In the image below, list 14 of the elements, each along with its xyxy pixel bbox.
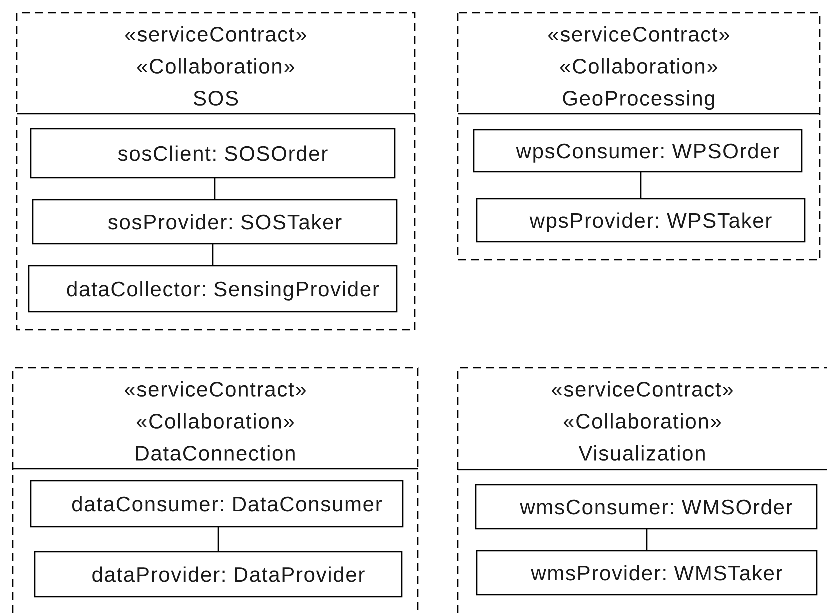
part-box: dataConsumer: DataConsumer bbox=[30, 480, 404, 528]
connector-line bbox=[218, 527, 220, 552]
part-box: dataProvider: DataProvider bbox=[34, 551, 403, 598]
part-box: sosProvider: SOSTaker bbox=[32, 199, 398, 245]
part-box: wpsConsumer: WPSOrder bbox=[473, 129, 803, 173]
connector-line bbox=[214, 178, 216, 200]
connector-line bbox=[646, 529, 648, 551]
part-box: wmsProvider: WMSTaker bbox=[476, 550, 818, 596]
connector-line bbox=[212, 244, 214, 266]
connector-line bbox=[640, 172, 642, 199]
part-box: wmsConsumer: WMSOrder bbox=[475, 484, 818, 530]
part-box: sosClient: SOSOrder bbox=[30, 128, 396, 179]
part-box: wpsProvider: WPSTaker bbox=[476, 198, 806, 243]
part-box: dataCollector: SensingProvider bbox=[28, 265, 398, 313]
